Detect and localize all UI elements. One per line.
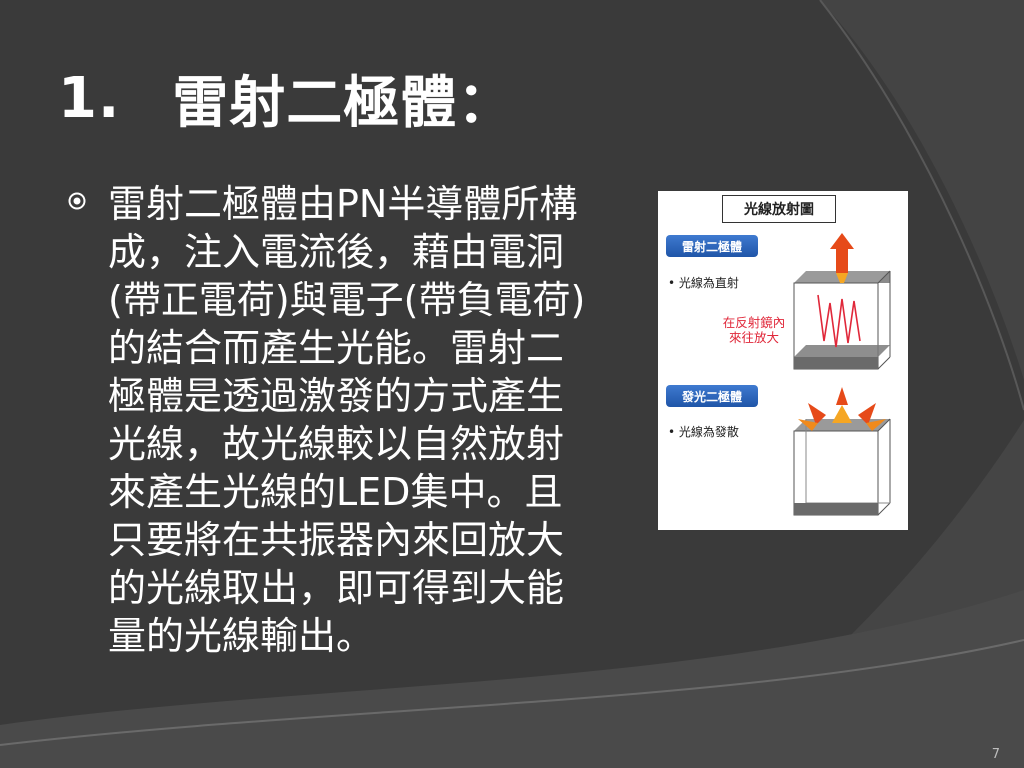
- bullet-circle-icon: [68, 192, 86, 210]
- laser-arrow: [830, 233, 854, 283]
- body-paragraph: 雷射二極體由PN半導體所構 成，注入電流後，藉由電洞 (帶正電荷)與電子(帶負電…: [108, 180, 648, 660]
- led-label: 發光二極體: [666, 385, 758, 407]
- light-emission-figure: 光線放射圖 雷射二極體 • 光線為直射 在反射鏡內 來往放大 發光二極體 • 光…: [658, 191, 908, 530]
- laser-red-line-1: 在反射鏡內: [722, 315, 786, 330]
- slide-title: 1. 雷射二極體：: [58, 58, 514, 138]
- laser-note: • 光線為直射: [668, 276, 739, 290]
- title-text: 雷射二極體：: [172, 70, 515, 136]
- led-note: • 光線為發散: [668, 425, 739, 439]
- body-line: 成，注入電流後，藉由電洞: [108, 230, 565, 274]
- body-line: 的光線取出，即可得到大能: [108, 566, 565, 610]
- laser-red-note: 在反射鏡內 來往放大: [714, 315, 794, 345]
- figure-title: 光線放射圖: [722, 195, 836, 223]
- body-line: 的結合而產生光能。雷射二: [108, 326, 565, 370]
- body-line: 雷射二極體由PN半導體所構: [108, 182, 578, 226]
- page-number: 7: [991, 747, 1000, 762]
- laser-red-line-2: 來往放大: [728, 330, 779, 345]
- led-arrows: [798, 387, 886, 431]
- laser-cavity-box: [793, 270, 891, 370]
- body-line: 來產生光線的LED集中。且: [108, 470, 563, 514]
- body-line: 光線，故光線較以自然放射: [108, 422, 565, 466]
- body-line: 極體是透過激發的方式產生: [108, 374, 565, 418]
- led-box: [793, 418, 891, 516]
- title-number: 1.: [58, 65, 121, 131]
- figure-illustration: [793, 233, 891, 516]
- body-line: 量的光線輸出。: [108, 614, 375, 658]
- body-line: 只要將在共振器內來回放大: [108, 518, 565, 562]
- body-line: (帶正電荷)與電子(帶負電荷): [108, 278, 586, 322]
- laser-diode-label: 雷射二極體: [666, 235, 758, 257]
